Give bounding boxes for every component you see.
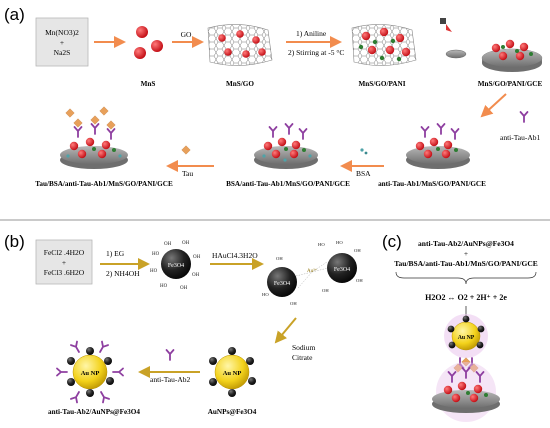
c-line-2: Tau/BSA/anti-Tau-Ab1/MnS/GO/PANI/GCE [394,259,538,268]
panel-label-a: (a) [4,5,25,24]
arrow-b3 [274,317,297,344]
electrode-bsa [254,123,318,169]
aunp-label-c: Au NP [458,335,475,341]
caption-mns-go-pani: MnS/GO/PANI [359,80,406,88]
antibody-ab2-icon [165,349,175,361]
sandwich-electrode [432,314,500,422]
caption-mns-go-pani-gce: MnS/GO/PANI/GCE [478,80,543,88]
svg-text:OH: OH [193,255,201,260]
fe3o4-core-label-2: Fe3O4 [274,281,290,287]
svg-text:HO: HO [318,242,325,247]
c-line-1: anti-Tau-Ab2/AuNPs@Fe3O4 [418,239,514,248]
label-bsa: BSA [356,169,371,178]
caption-tau-electrode: Tau/BSA/anti-Tau-Ab1/MnS/GO/PANI/GCE [35,180,173,188]
svg-text:OH: OH [192,273,200,278]
bare-gce-icon [445,49,467,59]
label-anti-tau-ab1: anti-Tau-Ab1 [500,133,541,142]
mns-particles [134,26,163,59]
svg-text:OH: OH [290,301,297,306]
reagent-fecl3: FeCl3 .6H2O [44,268,85,277]
caption-ab2-aunps-fe3o4: anti-Tau-Ab2/AuNPs@Fe3O4 [48,408,140,416]
reagent-box-b [35,239,93,285]
tau-icon [181,145,191,155]
label-tau: Tau [182,169,193,178]
label-sodium: Sodium [292,343,316,352]
reagent-na2s: Na2S [54,48,71,57]
label-anti-tau-ab2: anti-Tau-Ab2 [150,375,191,384]
aunp-label-2: Au NP [81,370,100,377]
antibody-ab1-icon [519,111,529,123]
ab2-aunps-fe3o4-particle [56,340,124,404]
svg-text:OH: OH [164,242,172,247]
c-reaction: H2O2 ↔ O2 + 2H⁺ + 2e [425,293,507,302]
svg-text:OH: OH [180,286,188,291]
svg-text:HO: HO [336,240,343,245]
fe3o4-au3-pair: HO HO OH OH OH OH HO OH [262,240,363,306]
reagent-plus-a: + [60,38,64,47]
fe3o4-core-label-3: Fe3O4 [334,267,350,273]
caption-aunps-fe3o4: AuNPs@Fe3O4 [208,408,257,416]
svg-text:HO: HO [152,252,160,257]
svg-text:HO: HO [160,284,168,289]
label-citrate: Citrate [292,353,313,362]
au3-label: Au³⁺ [307,268,318,274]
electrode-mns-go-pani-gce [481,39,543,72]
electrode-tau [60,106,128,169]
reagent-plus-b: + [62,258,66,267]
c-bracket [395,271,537,285]
svg-text:HO: HO [150,269,158,274]
aunp-label-1: Au NP [223,370,242,377]
mns-go-pani-sheet [351,24,417,66]
svg-text:OH: OH [322,288,329,293]
c-line-plus: + [464,249,468,258]
caption-ab1-electrode: anti-Tau-Ab1/MnS/GO/PANI/GCE [378,180,486,188]
label-nh4oh: 2) NH4OH [106,269,140,278]
aunps-fe3o4-particle [209,347,256,397]
panel-label-b: (b) [4,232,25,251]
reagent-fecl2: FeCl2 .4H2O [44,248,85,257]
arrow-a4 [480,93,507,118]
svg-text:OH: OH [182,241,190,246]
reagent-box-a [35,17,89,67]
mns-go-sheet [207,24,273,66]
reagent-mn-nitrate: Mn(NO3)2 [45,28,79,37]
fe3o4-oh-particle: OH OH OH OH OH HO HO HO [150,241,201,291]
label-haucl4: HAuCl4.3H2O [212,251,258,260]
label-go: GO [181,30,192,39]
caption-bsa-electrode: BSA/anti-Tau-Ab1/MnS/GO/PANI/GCE [226,180,350,188]
electrode-ab1 [406,123,470,169]
bsa-icon [360,148,364,152]
label-stirring: 2) Stirring at -5 °C [288,48,344,57]
svg-text:HO: HO [262,292,269,297]
fe3o4-core-label-1: Fe3O4 [168,263,184,269]
pipette-icon [440,18,452,32]
label-aniline: 1) Aniline [296,29,327,38]
svg-text:OH: OH [276,256,283,261]
panel-label-c: (c) [382,232,402,251]
svg-text:OH: OH [356,278,363,283]
caption-mns-go: MnS/GO [226,80,254,88]
label-eg: 1) EG [106,249,125,258]
svg-text:OH: OH [354,248,361,253]
caption-mns: MnS [141,80,156,88]
